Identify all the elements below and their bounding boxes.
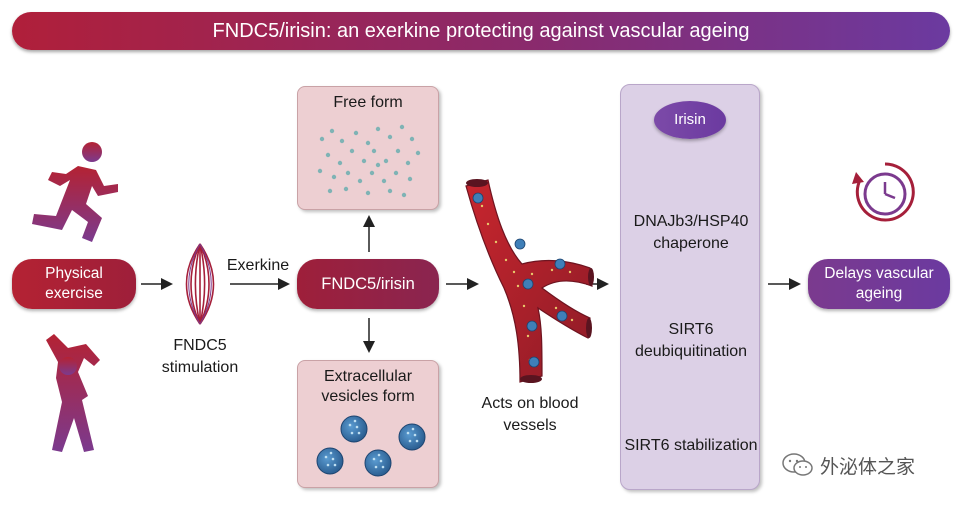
delays-vascular-ageing-pill: Delays vascular ageing: [808, 259, 950, 309]
delays-label: Delays vascular ageing: [824, 265, 934, 302]
vesicle-icon: [340, 415, 368, 443]
fndc5-irisin-pill: FNDC5/irisin: [297, 259, 439, 309]
chat-bubble-icon: [782, 453, 813, 476]
vesicle-icon: [364, 449, 392, 477]
page-title: FNDC5/irisin: an exerkine protecting aga…: [212, 19, 750, 42]
muscle-fibre-icon: [185, 243, 215, 325]
blood-vessel-icon: [465, 179, 594, 383]
irisin-label: Irisin: [674, 111, 706, 128]
free-form-box: Free form: [297, 86, 439, 210]
irisin-oval: Irisin: [654, 101, 726, 139]
vesicles-form-title: Extracellular vesicles form: [321, 368, 415, 405]
running-person-icon: [32, 142, 118, 242]
vesicle-icon: [398, 423, 426, 451]
extracellular-vesicles-box: Extracellular vesicles form: [297, 360, 439, 488]
molecular-pathway-panel: DNAJb3/HSP40 chaperone SIRT6 deubiquitin…: [620, 84, 760, 490]
fndc5-stimulation-label: FNDC5 stimulation: [161, 337, 239, 376]
fndc5-irisin-label: FNDC5/irisin: [321, 275, 415, 293]
physical-exercise-label: Physical exercise: [45, 265, 103, 302]
ageing-clock-icon: [852, 162, 915, 222]
physical-exercise-pill: Physical exercise: [12, 259, 136, 309]
vesicle-icons: [316, 415, 426, 477]
pathway-step-dnajb3: DNAJb3/HSP40 chaperone: [633, 213, 749, 252]
pathway-step-sirt6-stabilization: SIRT6 stabilization: [624, 437, 758, 454]
pathway-step-sirt6-deubiquitination: SIRT6 deubiquitination: [634, 321, 748, 360]
watermark-text: 外泌体之家: [820, 456, 916, 478]
exerkine-label: Exerkine: [226, 257, 290, 274]
acts-on-vessels-label: Acts on blood vessels: [481, 395, 579, 434]
free-form-title: Free form: [333, 94, 403, 111]
free-irisin-dots: [317, 124, 421, 198]
stretching-person-icon: [46, 334, 100, 452]
vesicle-icon: [316, 447, 344, 475]
watermark: 外泌体之家: [782, 450, 957, 480]
title-banner: FNDC5/irisin: an exerkine protecting aga…: [12, 12, 950, 50]
